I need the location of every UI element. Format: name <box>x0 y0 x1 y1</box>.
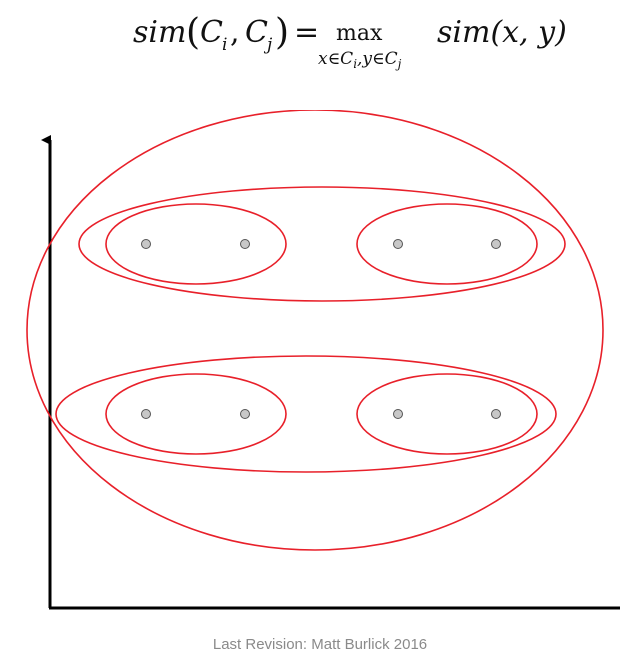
formula-lhs-arg1: C <box>200 15 223 50</box>
formula-rhs: sim(x, y) <box>437 15 567 50</box>
cluster-all <box>26 110 604 551</box>
data-point <box>491 409 501 419</box>
data-point <box>393 409 403 419</box>
formula-lhs-func: sim <box>133 15 186 50</box>
footer-revision: Last Revision: Matt Burlick 2016 <box>212 636 428 653</box>
cluster-pair-top-right <box>356 203 538 285</box>
formula-open-paren: ( <box>186 12 200 53</box>
formula-close-paren: ) <box>275 12 289 53</box>
data-point <box>491 239 501 249</box>
cluster-top-four <box>78 186 566 302</box>
formula-equals: = <box>294 15 319 50</box>
cluster-pair-bottom-left <box>105 373 287 455</box>
cluster-pair-top-left <box>105 203 287 285</box>
formula-operator-sub: x∈Ci,y∈Cj <box>318 49 402 71</box>
formula-lhs-arg1-sub: i <box>222 35 227 55</box>
data-point <box>240 239 250 249</box>
cluster-pair-bottom-right <box>356 373 538 455</box>
formula-lhs-arg2: C <box>245 15 268 50</box>
cluster-diagram <box>26 110 620 610</box>
data-point <box>240 409 250 419</box>
formula-lhs-arg2-sub: j <box>263 35 273 55</box>
formula: sim ( C i , C j ) = max x∈Ci,y∈Cj sim(x,… <box>133 12 567 71</box>
data-point <box>141 239 151 249</box>
data-point <box>141 409 151 419</box>
data-point <box>393 239 403 249</box>
cluster-bottom-four <box>55 355 557 473</box>
formula-comma: , <box>230 15 240 50</box>
formula-operator: max <box>336 21 383 46</box>
